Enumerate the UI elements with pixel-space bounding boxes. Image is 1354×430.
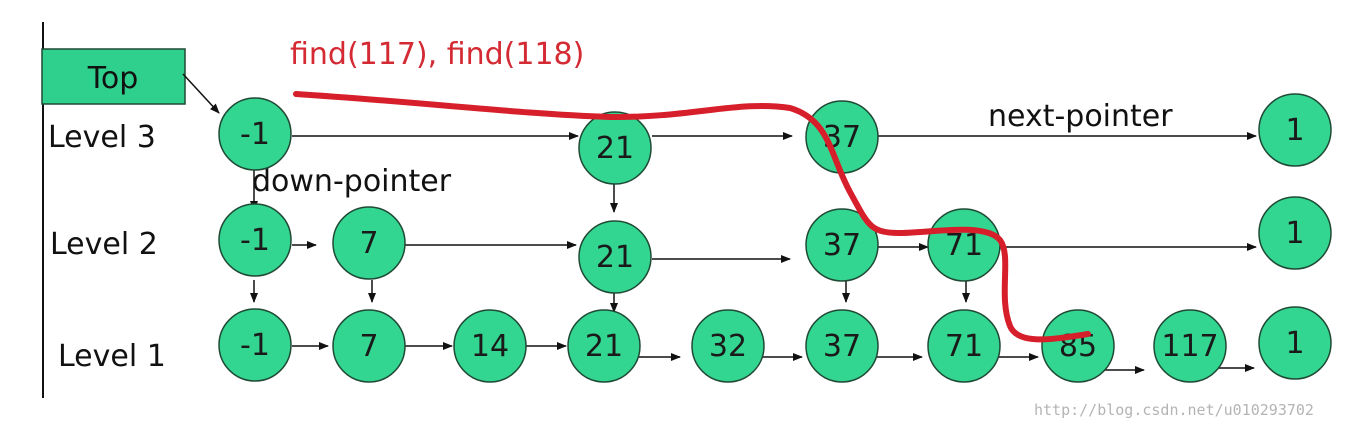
node-value: 1 <box>1285 113 1304 148</box>
level-3-label: Level 3 <box>48 120 156 155</box>
node-circle <box>332 309 406 383</box>
node-value: 37 <box>823 329 861 364</box>
level-1-label: Level 1 <box>58 339 166 374</box>
next-pointer-label: next-pointer <box>988 99 1173 134</box>
node-level-3-1: -1 <box>218 97 292 171</box>
node-level-1-10: 1 <box>1258 306 1332 380</box>
search-path-stroke <box>293 91 1091 343</box>
node-value: 117 <box>1161 329 1218 364</box>
node-value: 21 <box>596 131 634 166</box>
node-value: 71 <box>945 329 983 364</box>
node-circle <box>218 97 292 171</box>
node-value: 21 <box>596 240 634 275</box>
watermark: http://blog.csdn.net/u010293702 <box>1034 401 1314 419</box>
node-level-1-1: -1 <box>218 308 292 382</box>
down-pointer-links <box>250 160 970 313</box>
node-level-2-1: -1 <box>218 203 292 277</box>
node-value: 21 <box>585 329 623 364</box>
node-level-1-8: 85 <box>1041 309 1115 383</box>
node-level-2-4: 37 <box>805 208 879 282</box>
node-value: 37 <box>823 228 861 263</box>
node-value: 7 <box>359 329 378 364</box>
node-value: -1 <box>240 223 270 258</box>
node-level-1-2: 7 <box>332 309 406 383</box>
top-arrow <box>182 73 220 114</box>
down-pointer-label: down-pointer <box>252 164 452 199</box>
node-level-1-3: 14 <box>453 309 527 383</box>
node-circle <box>1153 309 1227 383</box>
top-pointer-box: Top <box>41 48 186 105</box>
node-value: 14 <box>471 329 509 364</box>
node-level-3-2: 21 <box>578 111 652 185</box>
node-value: 71 <box>945 228 983 263</box>
node-value: 7 <box>359 226 378 261</box>
node-value: 1 <box>1285 326 1304 361</box>
node-circle <box>218 203 292 277</box>
node-value: 32 <box>709 329 747 364</box>
node-level-2-2: 7 <box>332 206 406 280</box>
node-circle <box>1258 306 1332 380</box>
node-value: -1 <box>240 328 270 363</box>
node-level-1-4: 21 <box>567 309 641 383</box>
node-circle <box>1041 309 1115 383</box>
skip-list-nodes: -1 21 37 1 -1 7 21 37 71 1 -1 7 14 21 32 37 71 85 117 1 <box>218 93 1332 383</box>
node-level-1-9: 117 <box>1153 309 1227 383</box>
node-level-1-6: 37 <box>805 309 879 383</box>
node-circle <box>453 309 527 383</box>
level-2-links <box>292 241 1257 263</box>
node-circle <box>218 308 292 382</box>
node-level-3-4: 1 <box>1258 93 1332 167</box>
node-circle <box>567 309 641 383</box>
node-circle <box>578 111 652 185</box>
node-value: -1 <box>240 117 270 152</box>
node-circle <box>927 309 1001 383</box>
node-circle <box>1258 196 1332 270</box>
node-level-2-3: 21 <box>578 220 652 294</box>
node-value: 1 <box>1285 216 1304 251</box>
node-level-2-6: 1 <box>1258 196 1332 270</box>
node-level-3-3: 37 <box>805 100 879 174</box>
query-title: find(117), find(118) <box>290 37 584 72</box>
node-level-1-5: 32 <box>691 309 765 383</box>
node-circle <box>1258 93 1332 167</box>
node-circle <box>691 309 765 383</box>
node-circle <box>332 206 406 280</box>
node-level-2-5: 71 <box>927 208 1001 282</box>
node-circle <box>805 309 879 383</box>
node-circle <box>578 220 652 294</box>
node-circle <box>805 208 879 282</box>
node-level-1-7: 71 <box>927 309 1001 383</box>
top-label: Top <box>87 61 139 96</box>
level-2-label: Level 2 <box>50 227 158 262</box>
